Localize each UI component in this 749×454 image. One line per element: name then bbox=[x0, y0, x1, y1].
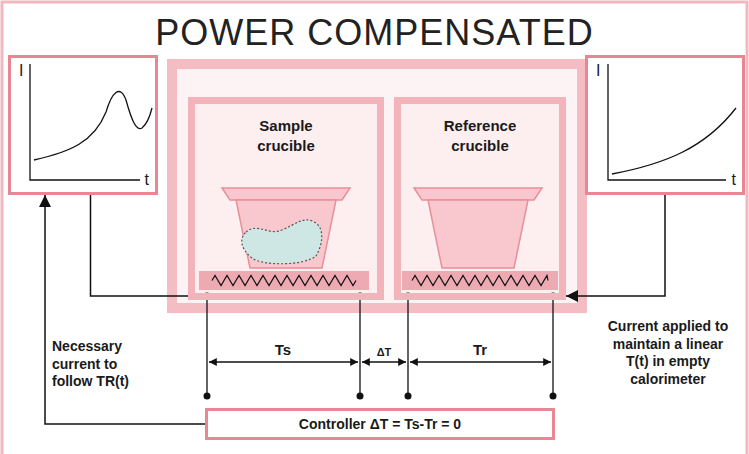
current-graph bbox=[30, 64, 152, 180]
connector bbox=[45, 195, 205, 424]
sample-heater bbox=[199, 271, 369, 290]
axis-label: I bbox=[596, 62, 600, 80]
sample-crucible bbox=[222, 188, 350, 268]
reference-cell-interior bbox=[394, 97, 566, 300]
graph-box: It bbox=[585, 55, 745, 195]
diagram-title: POWER COMPENSATED bbox=[0, 12, 749, 54]
reference-crucible bbox=[414, 188, 542, 268]
axis-label: t bbox=[145, 171, 149, 189]
current-graph bbox=[608, 64, 736, 180]
axis-label: I bbox=[19, 62, 23, 80]
note-text: Current applied to maintain a linear T(t… bbox=[600, 318, 736, 388]
connector bbox=[91, 195, 189, 296]
temperature-label: Ts bbox=[243, 341, 323, 360]
terminal-dot bbox=[204, 293, 557, 400]
reference-cell: Reference crucible bbox=[394, 97, 566, 300]
heater-coil bbox=[212, 276, 356, 286]
note-text: Necessary current to follow TR(t) bbox=[52, 338, 148, 391]
controller-box: Controller ΔT = Ts-Tr = 0 bbox=[205, 408, 555, 440]
graph-box: It bbox=[8, 55, 158, 195]
sample-cell-interior bbox=[188, 97, 384, 300]
temperature-bracket bbox=[207, 296, 553, 396]
connector bbox=[566, 195, 665, 296]
temperature-label: ΔT bbox=[364, 346, 404, 360]
temperature-label: Tr bbox=[440, 341, 520, 360]
reference-heater bbox=[402, 271, 558, 290]
heater-coil bbox=[412, 276, 548, 286]
axis-label: t bbox=[732, 171, 736, 189]
sample bbox=[242, 220, 322, 264]
sample-cell: Sample crucible bbox=[188, 97, 384, 300]
cell-label: Reference crucible bbox=[432, 116, 528, 157]
controller-label: Controller ΔT = Ts-Tr = 0 bbox=[299, 416, 461, 432]
cell-label: Sample crucible bbox=[238, 116, 334, 157]
calorimeter-housing bbox=[172, 64, 582, 308]
